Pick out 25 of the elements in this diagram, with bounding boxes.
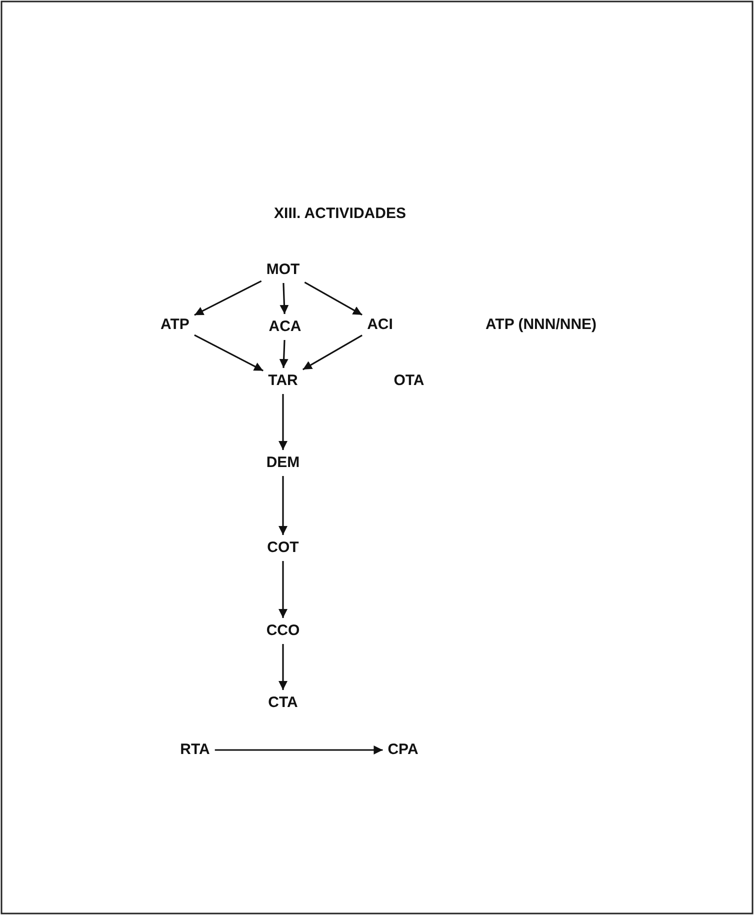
arrow bbox=[278, 561, 288, 618]
title: XIII. ACTIVIDADES bbox=[273, 205, 407, 223]
arrow bbox=[278, 476, 288, 535]
arrow bbox=[214, 746, 383, 754]
arrow bbox=[304, 282, 362, 316]
arrow bbox=[194, 334, 264, 372]
activity-code: ACA bbox=[268, 318, 302, 336]
arrow bbox=[278, 644, 288, 690]
arrow bbox=[194, 280, 262, 316]
arrow bbox=[278, 394, 288, 450]
activity-code: CPA bbox=[386, 741, 420, 759]
activity-code: DEM bbox=[265, 454, 301, 472]
note-text: ATP (NNN/NNE) bbox=[484, 316, 598, 334]
arrow bbox=[280, 282, 289, 314]
activity-code: ATP bbox=[160, 316, 190, 334]
activity-code: TAR bbox=[267, 372, 299, 390]
activity-code: MOT bbox=[265, 261, 301, 279]
activity-code: RTA bbox=[179, 741, 211, 759]
arrow bbox=[279, 340, 288, 368]
note-text: OTA bbox=[392, 372, 426, 390]
activity-code: COT bbox=[266, 539, 300, 557]
activity-code: CTA bbox=[267, 694, 299, 712]
activity-code: CCO bbox=[265, 622, 301, 640]
activity-code: ACI bbox=[366, 316, 394, 334]
arrow bbox=[302, 334, 362, 370]
